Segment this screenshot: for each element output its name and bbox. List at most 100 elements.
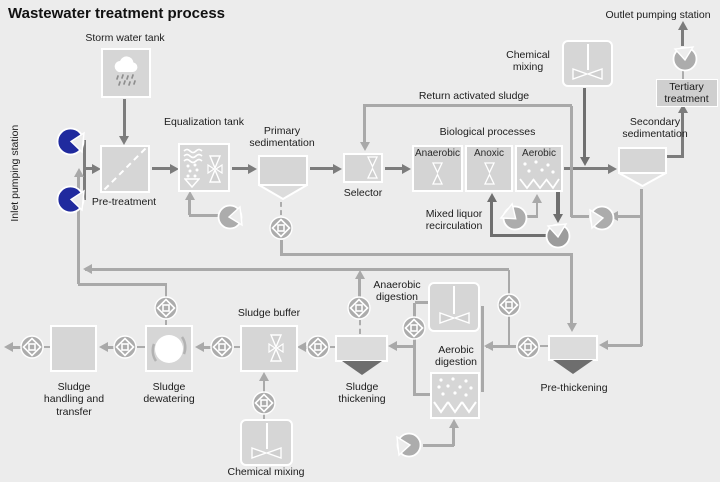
chemical-mixing-bottom-vessel bbox=[240, 419, 293, 466]
secondary-sedimentation-box bbox=[618, 147, 667, 174]
arrowhead bbox=[388, 341, 397, 351]
pipe-ras-pump-out bbox=[571, 215, 589, 218]
pipe bbox=[105, 346, 114, 349]
storm-water-tank-box bbox=[101, 48, 151, 98]
arrowhead bbox=[99, 342, 108, 352]
inlet-pump-icon bbox=[56, 127, 85, 156]
valve-icon bbox=[154, 296, 178, 320]
anaerobic-digestion-vessel bbox=[428, 282, 480, 332]
arrowhead bbox=[532, 194, 542, 203]
pipe bbox=[570, 253, 573, 324]
valve-icon bbox=[516, 335, 540, 359]
screen-icon bbox=[103, 147, 147, 191]
secondary-sedimentation-label: Secondary sedimentation bbox=[622, 116, 688, 141]
arrowhead bbox=[599, 340, 608, 350]
sludge-buffer-label: Sludge buffer bbox=[237, 307, 301, 319]
aeration-diffuser-icon bbox=[518, 159, 560, 190]
pipe-primary-sludge bbox=[280, 253, 572, 256]
sludge-handling-box bbox=[50, 325, 97, 372]
pump-icon bbox=[545, 223, 571, 249]
valve-icon bbox=[306, 335, 330, 359]
pipe-return-long bbox=[85, 268, 509, 271]
pipe bbox=[232, 167, 250, 170]
valve-icon bbox=[402, 316, 426, 340]
mixer-propeller-icon bbox=[483, 162, 496, 185]
arrowhead bbox=[4, 342, 13, 352]
arrowhead bbox=[579, 157, 590, 166]
pipe-dashed bbox=[44, 346, 51, 348]
pipe bbox=[415, 393, 431, 396]
pipe-aeration bbox=[423, 444, 454, 447]
arrowhead bbox=[248, 163, 257, 174]
equalization-tank-label: Equalization tank bbox=[164, 116, 244, 128]
pump-icon bbox=[217, 204, 243, 230]
mixer-propeller-icon bbox=[207, 155, 223, 183]
pipe bbox=[11, 346, 21, 349]
arrowhead bbox=[92, 163, 101, 174]
tertiary-treatment-box: Tertiary treatment bbox=[656, 79, 718, 107]
inlet-pumping-station-label: Inlet pumping station bbox=[8, 124, 21, 222]
arrowhead bbox=[402, 163, 411, 174]
pipe bbox=[564, 167, 609, 170]
zone-label: Anaerobic bbox=[414, 148, 461, 159]
clarifier-funnel-icon bbox=[618, 172, 667, 188]
pre-treatment-label: Pre-treatment bbox=[91, 196, 157, 208]
pipe-chemical-dosing bbox=[583, 88, 586, 158]
valve-icon bbox=[210, 335, 234, 359]
pipe-reject-return-riser bbox=[77, 176, 80, 284]
pipe-ml-down bbox=[556, 192, 560, 215]
selector-label: Selector bbox=[343, 187, 383, 199]
sludge-handling-label: Sludge handling and transfer bbox=[43, 381, 105, 418]
chemical-mixing-top-label: Chemical mixing bbox=[506, 49, 550, 74]
pipe bbox=[280, 240, 283, 254]
rain-cloud-icon bbox=[108, 54, 144, 90]
pipe-dashed bbox=[280, 202, 282, 215]
pipe-dashed bbox=[330, 346, 336, 348]
sludge-thickening-label: Sludge thickening bbox=[338, 381, 386, 406]
sludge-dewatering-label: Sludge dewatering bbox=[143, 381, 195, 406]
pipe bbox=[524, 215, 538, 218]
pipe-dashed bbox=[358, 320, 361, 334]
pipe-dashed bbox=[682, 71, 684, 79]
arrowhead bbox=[448, 419, 459, 428]
return-activated-sludge-label: Return activated sludge bbox=[418, 90, 530, 102]
arrowhead bbox=[73, 168, 84, 177]
centrifuge-icon bbox=[147, 327, 191, 371]
chemical-mixing-top-vessel bbox=[562, 40, 613, 87]
clarifier-funnel-icon bbox=[255, 184, 311, 201]
pipe bbox=[152, 167, 172, 170]
arrowhead bbox=[359, 142, 370, 151]
arrowhead bbox=[333, 163, 342, 174]
valve-icon bbox=[113, 335, 137, 359]
mixed-liquor-recirculation-label: Mixed liquor recirculation bbox=[425, 208, 483, 233]
pipe-dashed bbox=[137, 346, 146, 348]
arrowhead bbox=[486, 193, 497, 202]
pre-thickening-label: Pre-thickening bbox=[540, 382, 608, 394]
pump-icon bbox=[589, 205, 615, 231]
pump-icon bbox=[396, 432, 422, 458]
tertiary-treatment-label: Tertiary treatment bbox=[664, 81, 709, 106]
pipe bbox=[385, 167, 404, 170]
pipe bbox=[188, 199, 191, 215]
arrowhead bbox=[553, 214, 563, 223]
pipe-ml-return bbox=[490, 234, 546, 237]
aerobic-digestion-label: Aerobic digestion bbox=[434, 344, 478, 369]
primary-sedimentation-box bbox=[258, 155, 308, 186]
outlet-pumping-station-label: Outlet pumping station bbox=[605, 9, 711, 21]
mixer-propeller-icon bbox=[366, 156, 379, 179]
pipe bbox=[392, 345, 415, 348]
zone-label: Anoxic bbox=[473, 148, 504, 159]
pipe-ras-top bbox=[363, 104, 572, 107]
pipe bbox=[189, 214, 218, 217]
pipe-ras-riser bbox=[570, 106, 573, 217]
vessel-divider bbox=[453, 286, 455, 314]
vessel-agitator-icon bbox=[438, 311, 471, 325]
pipe-digestion-frame-left bbox=[413, 303, 416, 396]
pipe bbox=[535, 201, 538, 216]
page-title: Wastewater treatment process bbox=[8, 5, 226, 22]
valve-icon bbox=[269, 216, 293, 240]
arrowhead bbox=[608, 163, 617, 174]
arrowhead bbox=[484, 341, 493, 351]
storm-water-tank-label: Storm water tank bbox=[85, 32, 165, 44]
